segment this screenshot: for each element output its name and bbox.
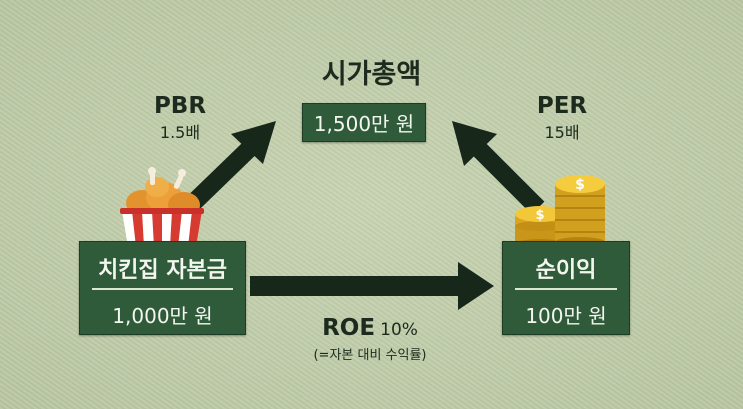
diagram-title: 시가총액 (321, 59, 422, 90)
roe-note: (=자본 대비 수익률) (313, 348, 427, 363)
equity-divider (92, 288, 233, 290)
pbr-value: 1.5배 (159, 123, 201, 142)
roe-value: 10% (380, 320, 418, 340)
equity-label: 치킨집 자본금 (97, 258, 228, 283)
roe-arrow (250, 262, 494, 310)
market-cap-value: 1,500만 원 (313, 112, 415, 136)
pbr-group: PBR 1.5배 (140, 93, 220, 143)
net-income-card: 순이익 100만 원 (502, 241, 630, 335)
market-cap-box: 1,500만 원 (302, 103, 426, 142)
gold-coins-icon: $ $ (515, 175, 605, 246)
net-income-value: 100만 원 (525, 304, 607, 328)
pbr-arrow (183, 121, 276, 213)
fried-chicken-bucket-icon (120, 167, 204, 247)
svg-text:$: $ (575, 177, 585, 193)
per-arrow (452, 121, 545, 215)
per-value: 15배 (544, 123, 580, 142)
roe-group: ROE 10% (290, 315, 450, 341)
roe-label: ROE (322, 315, 376, 341)
per-label: PER (536, 93, 588, 119)
net-income-label: 순이익 (535, 258, 597, 283)
per-group: PER 15배 (522, 93, 602, 143)
net-income-divider (515, 288, 617, 290)
pbr-label: PBR (153, 93, 207, 119)
svg-text:$: $ (535, 208, 544, 223)
equity-card: 치킨집 자본금 1,000만 원 (79, 241, 246, 335)
equity-value: 1,000만 원 (112, 304, 213, 328)
